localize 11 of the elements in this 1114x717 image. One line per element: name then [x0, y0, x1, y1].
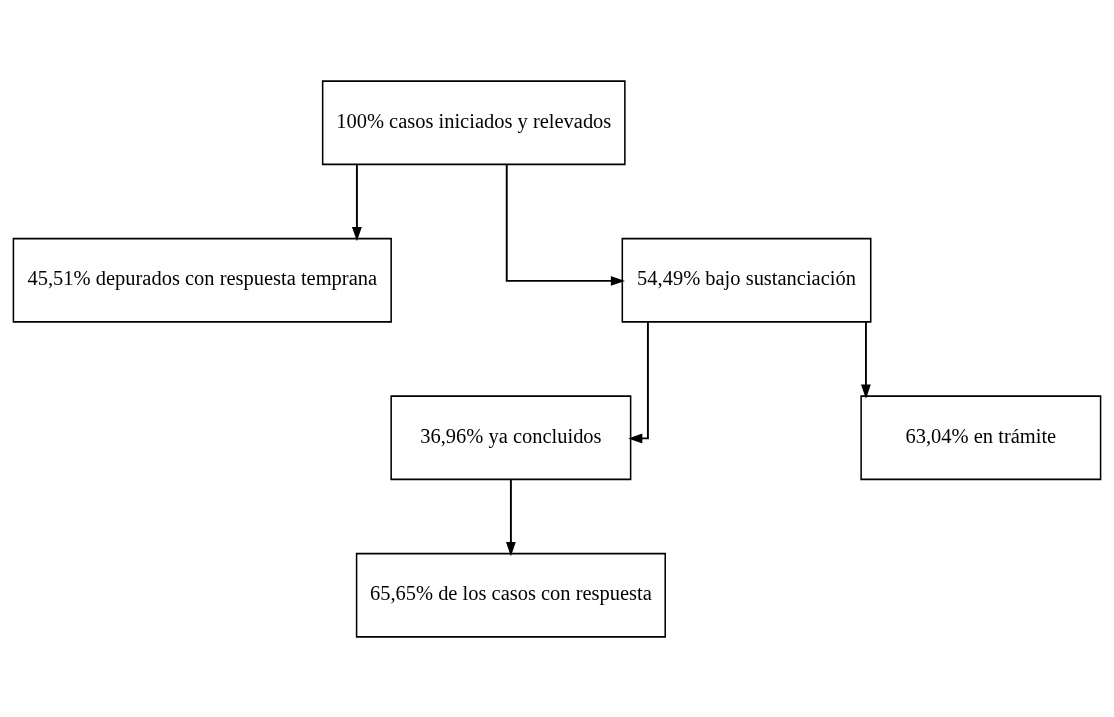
node-box: 63,04% en trámite: [860, 394, 1102, 480]
arrow: [628, 320, 649, 443]
arrow: [861, 320, 871, 399]
arrow: [505, 478, 516, 556]
node-box: 45,51% depurados con respuesta temprana: [12, 237, 392, 323]
node-box: 65,65% de los casos con respuesta: [355, 552, 666, 638]
arrow: [351, 163, 362, 241]
node-box: 54,49% bajo sustanciación: [621, 237, 872, 323]
arrow: [505, 163, 625, 286]
node-box: 100% casos iniciados y relevados: [321, 79, 626, 165]
node-box: 36,96% ya concluidos: [390, 394, 632, 480]
